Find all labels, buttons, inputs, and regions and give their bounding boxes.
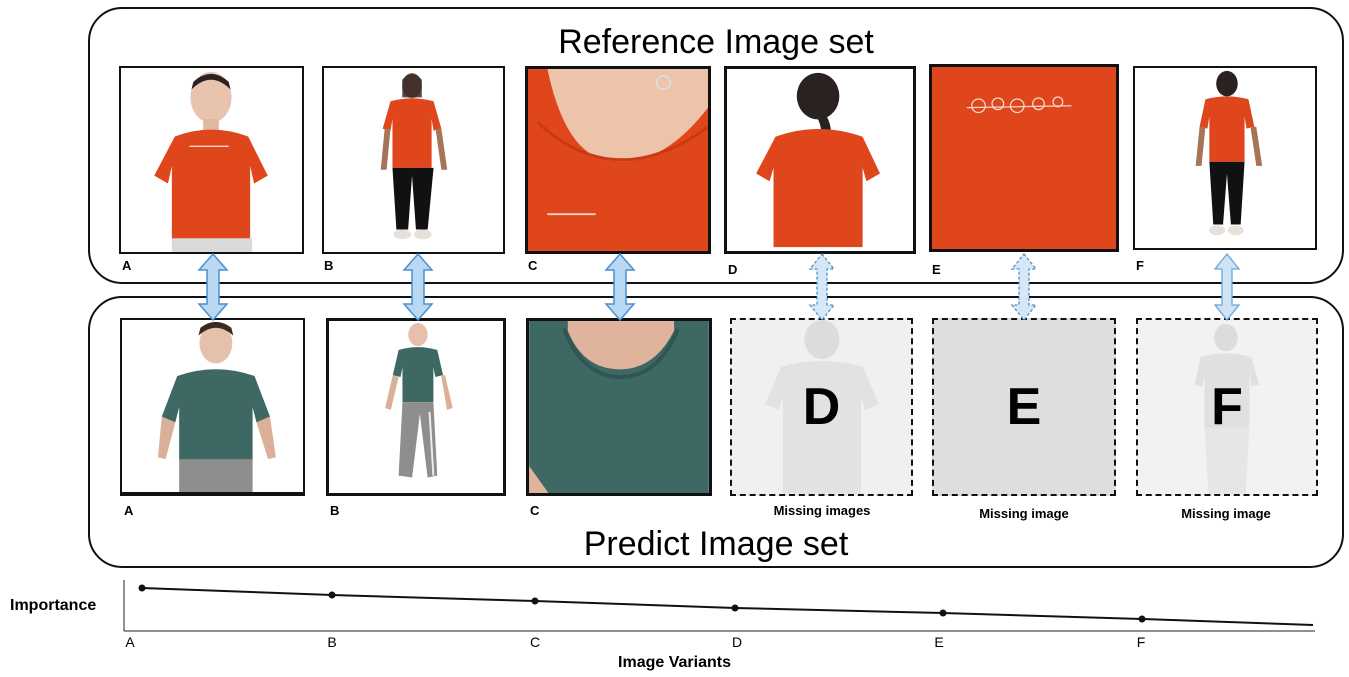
ref-label-b: B [324,258,334,273]
x-tick-a: A [125,634,135,650]
correspondence-arrow-a [197,252,229,322]
ref-label-c: C [528,258,538,273]
importance-point-a [138,584,146,592]
reference-image-e [929,64,1119,252]
predict-image-f-missing: F [1136,318,1318,496]
missing-caption-d: Missing images [773,503,871,518]
correspondence-arrow-f [1213,252,1241,322]
importance-chart [123,580,1315,632]
x-tick-d: D [731,634,743,650]
missing-placeholder-d: D [802,378,841,436]
x-tick-f: F [1136,634,1146,650]
missing-caption-e: Missing image [979,506,1069,521]
reference-image-b [322,66,505,254]
x-tick-e: E [934,634,944,650]
predict-set-title: Predict Image set [583,525,849,563]
x-tick-c: C [529,634,541,650]
correspondence-arrow-e-dashed [1010,252,1038,322]
correspondence-arrow-c [604,252,636,322]
missing-placeholder-e: E [1006,378,1042,436]
missing-caption-f: Missing image [1181,506,1271,521]
predict-image-a [120,318,305,496]
predict-image-c [526,318,712,496]
reference-image-d [724,66,916,254]
ref-label-e: E [932,262,941,277]
correspondence-arrow-b [402,252,434,322]
predict-image-b [326,318,506,496]
importance-point-f [1138,615,1146,623]
reference-image-a [119,66,304,254]
importance-point-c [531,597,539,605]
pred-label-c: C [530,503,540,518]
importance-point-e [939,609,947,617]
reference-set-title: Reference Image set [558,23,874,61]
ref-label-f: F [1136,258,1144,273]
importance-line [141,587,1314,626]
x-tick-b: B [327,634,337,650]
reference-image-c [525,66,711,254]
predict-image-d-missing: D [730,318,913,496]
importance-point-d [731,604,739,612]
missing-placeholder-f: F [1211,378,1243,436]
correspondence-arrow-d-dashed [808,252,836,322]
ref-label-d: D [728,262,738,277]
predict-image-e-missing: E [932,318,1116,496]
y-axis-label: Importance [10,597,97,614]
reference-image-f [1133,66,1317,250]
pred-label-a: A [124,503,134,518]
ref-label-a: A [122,258,132,273]
pred-label-b: B [330,503,340,518]
x-axis-label: Image Variants [618,654,731,671]
importance-point-b [328,591,336,599]
